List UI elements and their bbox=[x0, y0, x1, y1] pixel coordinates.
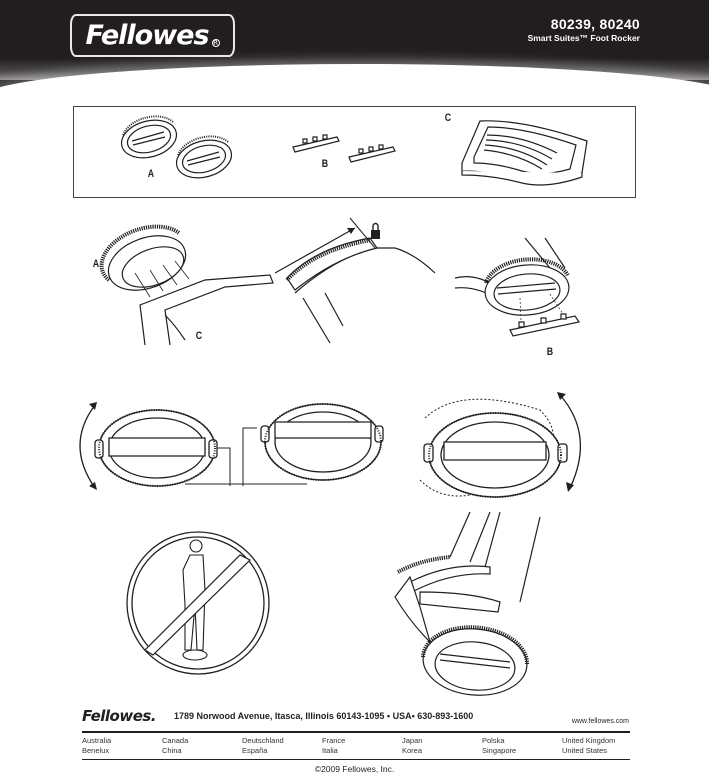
country-item: Italia bbox=[322, 745, 338, 755]
padlock-icon bbox=[371, 224, 380, 239]
rocker-disc-pair-icon bbox=[119, 117, 239, 182]
step3-label-b: B bbox=[546, 346, 554, 358]
footer-brand-logo: Fellowes. bbox=[82, 707, 157, 725]
country-item: United Kingdom bbox=[562, 736, 616, 745]
country-item: Deutschland bbox=[242, 736, 284, 745]
step1-label-c: C bbox=[195, 330, 203, 342]
copyright-notice: ©2009 Fellowes, Inc. bbox=[314, 764, 395, 774]
footer-divider-bottom bbox=[82, 759, 630, 760]
step2-slide-lock-illustration bbox=[275, 218, 435, 348]
step4-adjust-height-illustration bbox=[75, 402, 385, 490]
footer-divider-top bbox=[82, 731, 630, 733]
country-column: United Kingdom United States bbox=[562, 736, 615, 755]
part-label-a: A bbox=[147, 168, 155, 180]
do-not-stand-warning-icon bbox=[125, 530, 275, 680]
country-column: Canada China bbox=[162, 736, 188, 755]
locking-clip-pair-icon bbox=[289, 135, 399, 165]
country-item: Canada bbox=[162, 736, 189, 745]
country-item: China bbox=[162, 745, 182, 755]
country-item: Australia bbox=[82, 736, 112, 745]
brand-logo-text: Fellowes bbox=[85, 20, 209, 51]
brand-logo: Fellowes R bbox=[70, 14, 235, 57]
step5-rocking-illustration bbox=[410, 392, 590, 500]
header-banner: Fellowes R 80239, 80240 Smart Suites™ Fo… bbox=[0, 0, 709, 88]
country-item: United States bbox=[562, 745, 608, 755]
step3-insert-clip-illustration bbox=[455, 238, 585, 348]
model-numbers: 80239, 80240 bbox=[550, 16, 640, 32]
registered-mark-icon: R bbox=[211, 38, 220, 47]
country-column: Polska Singapore bbox=[482, 736, 516, 755]
part-label-c: C bbox=[444, 112, 452, 124]
country-column: Japan Korea bbox=[402, 736, 422, 755]
step1-attach-discs-illustration bbox=[105, 225, 275, 345]
part-label-b: B bbox=[321, 158, 329, 170]
parts-list-box: A B C bbox=[73, 106, 636, 198]
country-column: France Italia bbox=[322, 736, 345, 755]
country-column: Australia Benelux bbox=[82, 736, 111, 755]
country-item: Benelux bbox=[82, 745, 110, 755]
website-link[interactable]: www.fellowes.com bbox=[571, 718, 629, 725]
feet-on-rocker-usage-illustration bbox=[390, 512, 570, 697]
country-item: Japan bbox=[402, 736, 423, 745]
country-item: España bbox=[242, 745, 268, 755]
country-item: France bbox=[322, 736, 346, 745]
country-item: Singapore bbox=[482, 745, 517, 755]
country-item: Polska bbox=[482, 736, 505, 745]
country-item: Korea bbox=[402, 745, 423, 755]
footrest-platform-icon bbox=[452, 113, 602, 193]
country-list: Australia Benelux Canada China Deutschla… bbox=[82, 736, 642, 758]
product-name: Smart Suites™ Foot Rocker bbox=[527, 33, 640, 43]
company-address: 1789 Norwood Avenue, Itasca, Illinois 60… bbox=[174, 711, 474, 721]
step1-label-a: A bbox=[92, 258, 100, 270]
country-column: Deutschland España bbox=[242, 736, 284, 755]
